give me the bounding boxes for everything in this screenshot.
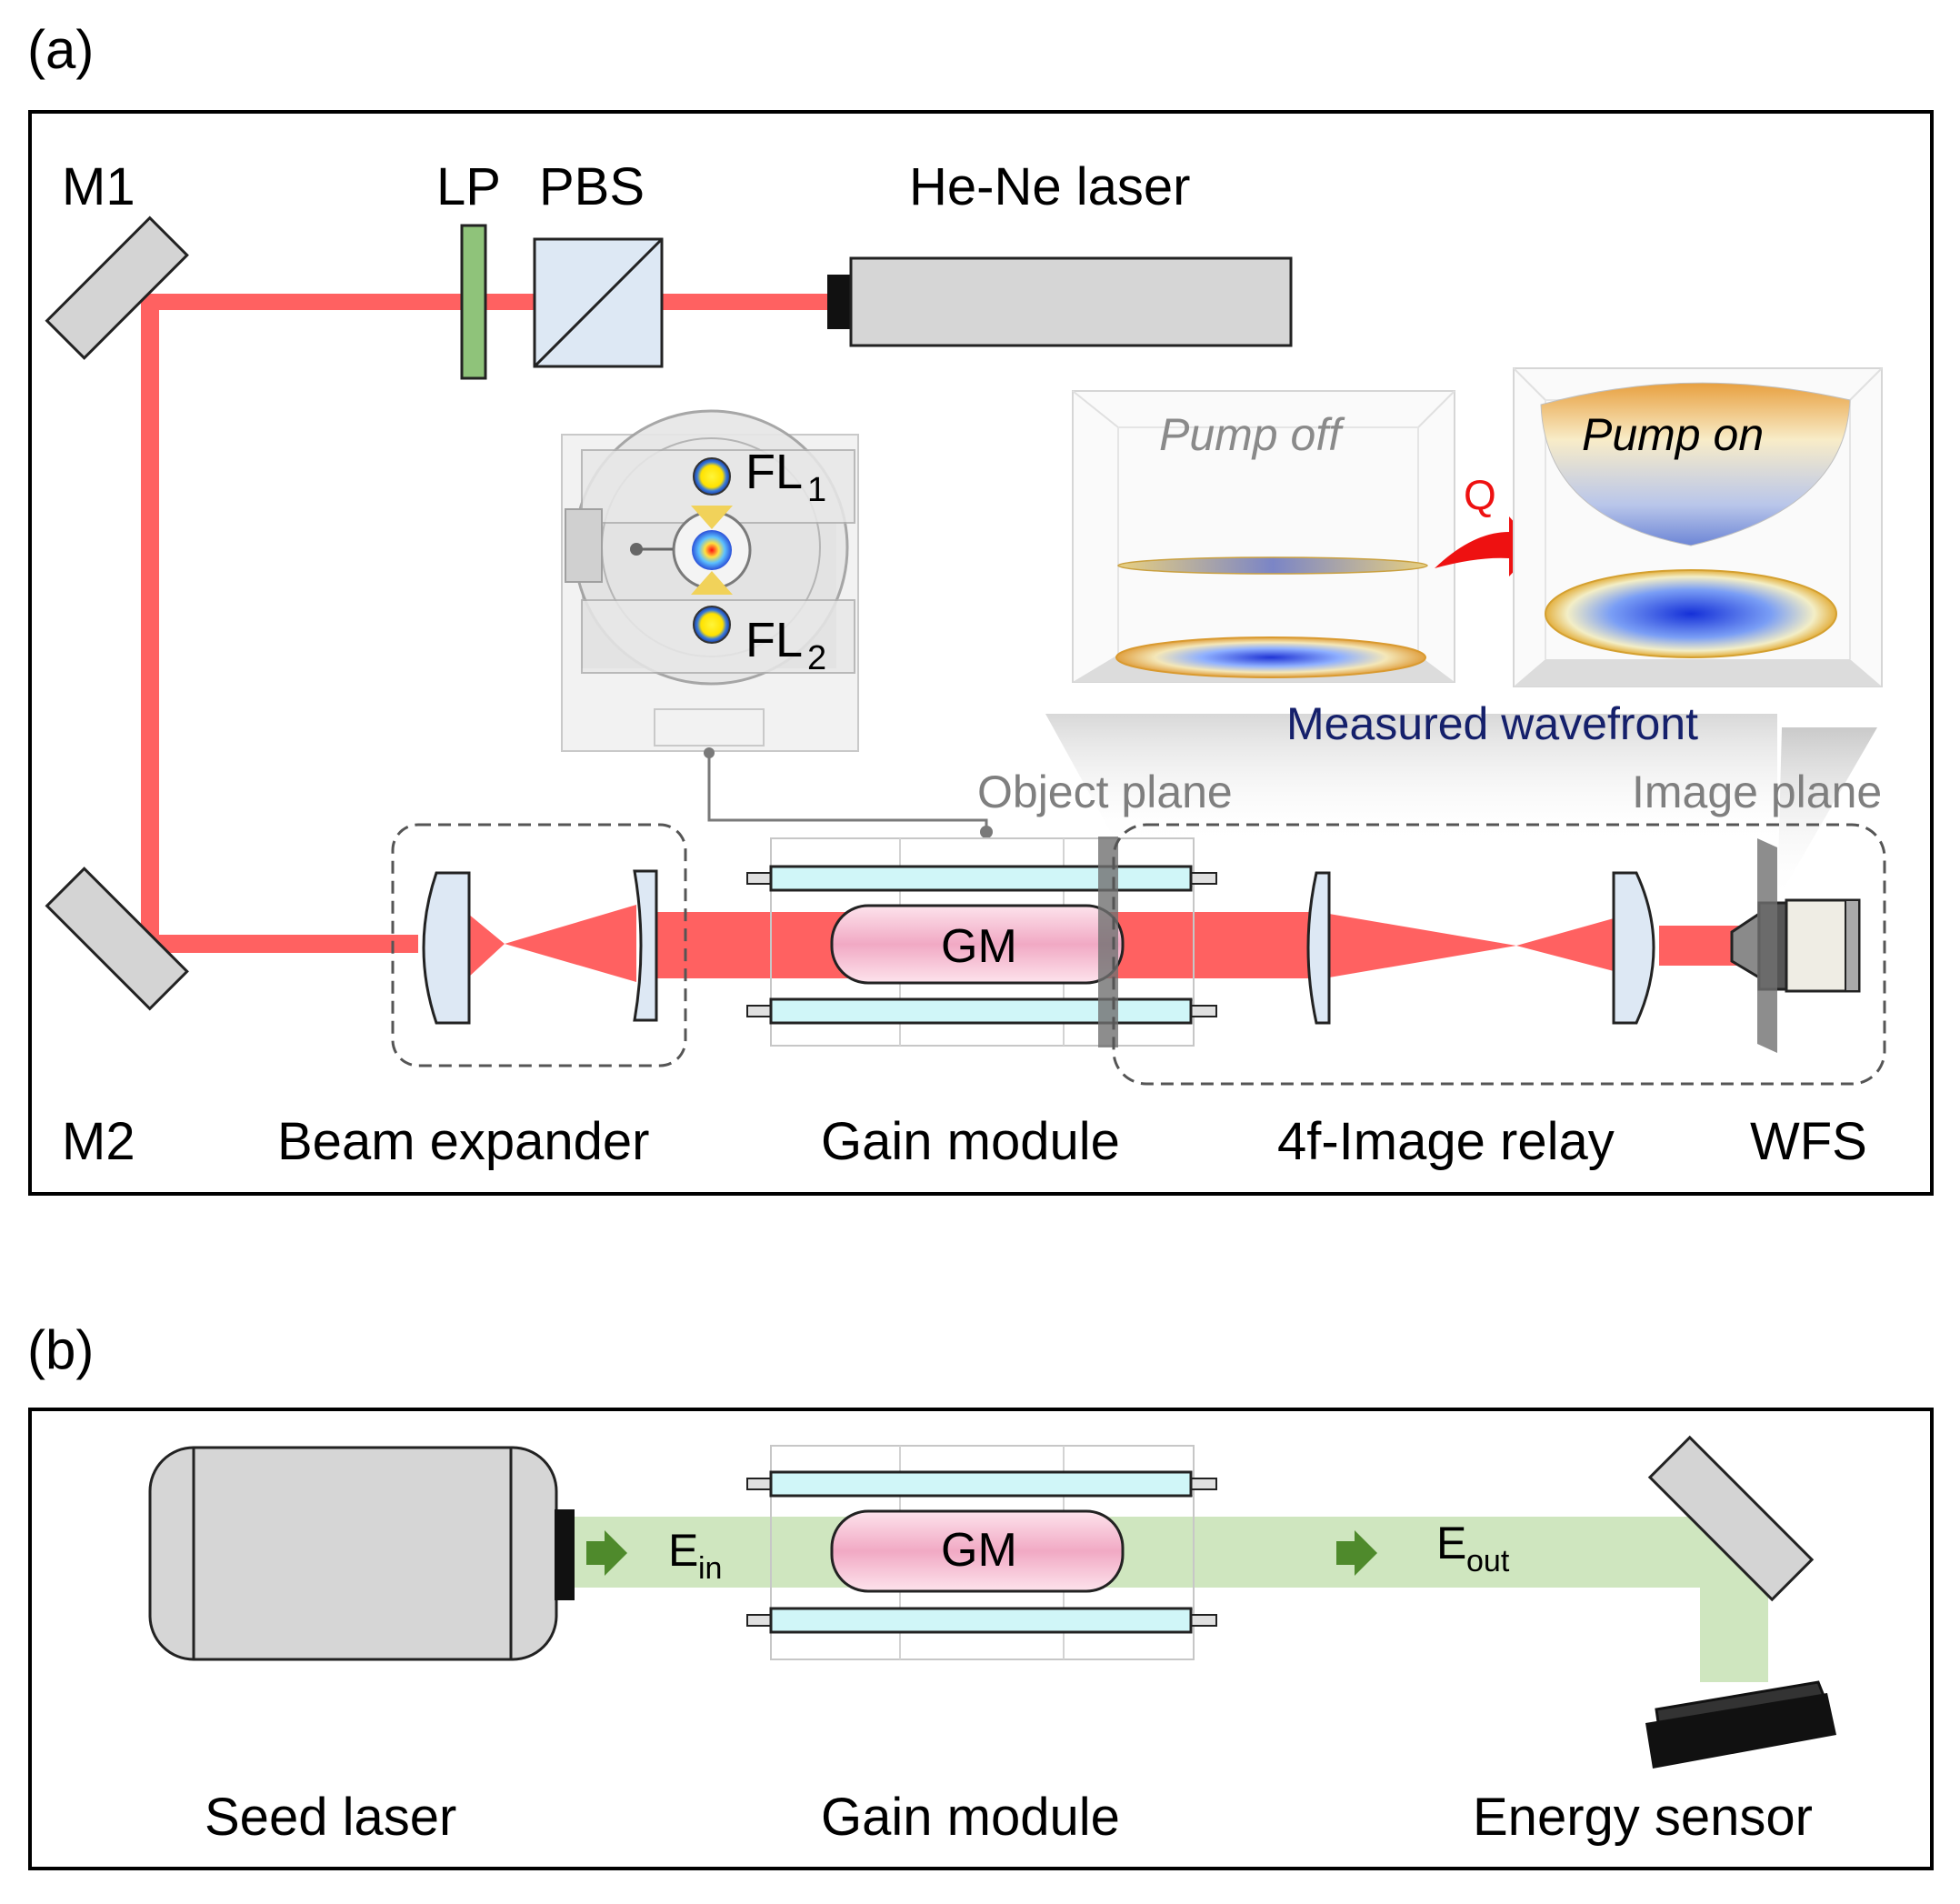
label-seed-laser: Seed laser <box>205 1788 456 1847</box>
label-lp: LP <box>436 157 501 216</box>
label-e-out: E <box>1436 1518 1466 1568</box>
polarizing-beam-splitter <box>533 237 664 368</box>
gain-module-front-view <box>561 409 993 838</box>
mirror-m2 <box>45 867 189 1011</box>
projection-wedge <box>1045 714 1777 846</box>
panel-b-tag: (b) <box>27 1319 94 1380</box>
label-q: Q <box>1464 471 1496 518</box>
gm-rod-a <box>830 904 1125 985</box>
gain-module-side-view-b <box>746 1445 1217 1660</box>
label-pump-off: Pump off <box>1159 409 1345 460</box>
flashlamp-rod-top <box>769 865 1193 892</box>
label-gm-a: GM <box>941 920 1017 973</box>
object-plane-sheet <box>1098 837 1118 1047</box>
mirror-b <box>1647 1435 1815 1602</box>
expander-lens-1 <box>422 871 471 1025</box>
wavefront-pump-off <box>1072 390 1455 683</box>
label-m2: M2 <box>62 1112 135 1171</box>
panel-a-tag: (a) <box>27 19 94 80</box>
seed-beam-path <box>573 1517 1768 1682</box>
label-measured-wavefront: Measured wavefront <box>1286 698 1698 749</box>
label-gm-b: GM <box>941 1524 1017 1577</box>
label-fl2-sub: 2 <box>807 639 826 677</box>
label-he-ne-laser: He-Ne laser <box>909 157 1190 216</box>
energy-sensor <box>1645 1680 1836 1769</box>
relay-lens-2 <box>1612 871 1655 1025</box>
beam-expander-box <box>391 823 687 1067</box>
label-fl2: FL <box>745 613 803 667</box>
panel-a-frame <box>28 110 1934 1196</box>
label-fl1: FL <box>745 445 803 499</box>
relay-lens-1 <box>1306 871 1331 1025</box>
panel-b-frame <box>28 1408 1934 1870</box>
flashlamp-rod-bottom-b <box>769 1607 1193 1634</box>
label-4f-relay: 4f-Image relay <box>1277 1112 1615 1171</box>
arrow-e-in-icon <box>586 1530 627 1576</box>
arrow-e-out-icon <box>1336 1530 1377 1576</box>
label-fl1-sub: 1 <box>807 471 826 509</box>
q-heat-arrow <box>1435 516 1536 576</box>
label-wfs: WFS <box>1750 1112 1867 1171</box>
linear-polarizer <box>460 224 487 380</box>
relay-box <box>1112 823 1886 1086</box>
wavefront-sensor <box>1730 838 1861 1053</box>
he-ne-laser <box>827 256 1293 347</box>
label-pbs: PBS <box>539 157 645 216</box>
flashlamp-rod-top-b <box>769 1470 1193 1498</box>
gm-rod-b <box>830 1509 1125 1593</box>
label-m1: M1 <box>62 157 135 216</box>
seed-laser <box>148 1446 575 1661</box>
wavefront-pump-on <box>1513 367 1883 687</box>
label-e-out-sub: out <box>1466 1544 1510 1578</box>
label-e-in-sub: in <box>698 1551 722 1586</box>
label-beam-expander: Beam expander <box>277 1112 649 1171</box>
image-plane-wedge <box>1777 727 1877 900</box>
label-object-plane: Object plane <box>977 767 1233 817</box>
label-image-plane: Image plane <box>1632 767 1882 817</box>
label-e-in: E <box>668 1525 698 1576</box>
label-energy-sensor: Energy sensor <box>1473 1788 1813 1847</box>
image-plane-sheet <box>1757 838 1777 1053</box>
expander-lens-2 <box>633 869 658 1022</box>
mirror-m1 <box>45 215 189 360</box>
flashlamp-rod-bottom <box>769 997 1193 1025</box>
label-pump-on: Pump on <box>1582 409 1764 460</box>
label-gain-module-b: Gain module <box>821 1788 1120 1847</box>
label-gain-module-a: Gain module <box>821 1112 1120 1171</box>
